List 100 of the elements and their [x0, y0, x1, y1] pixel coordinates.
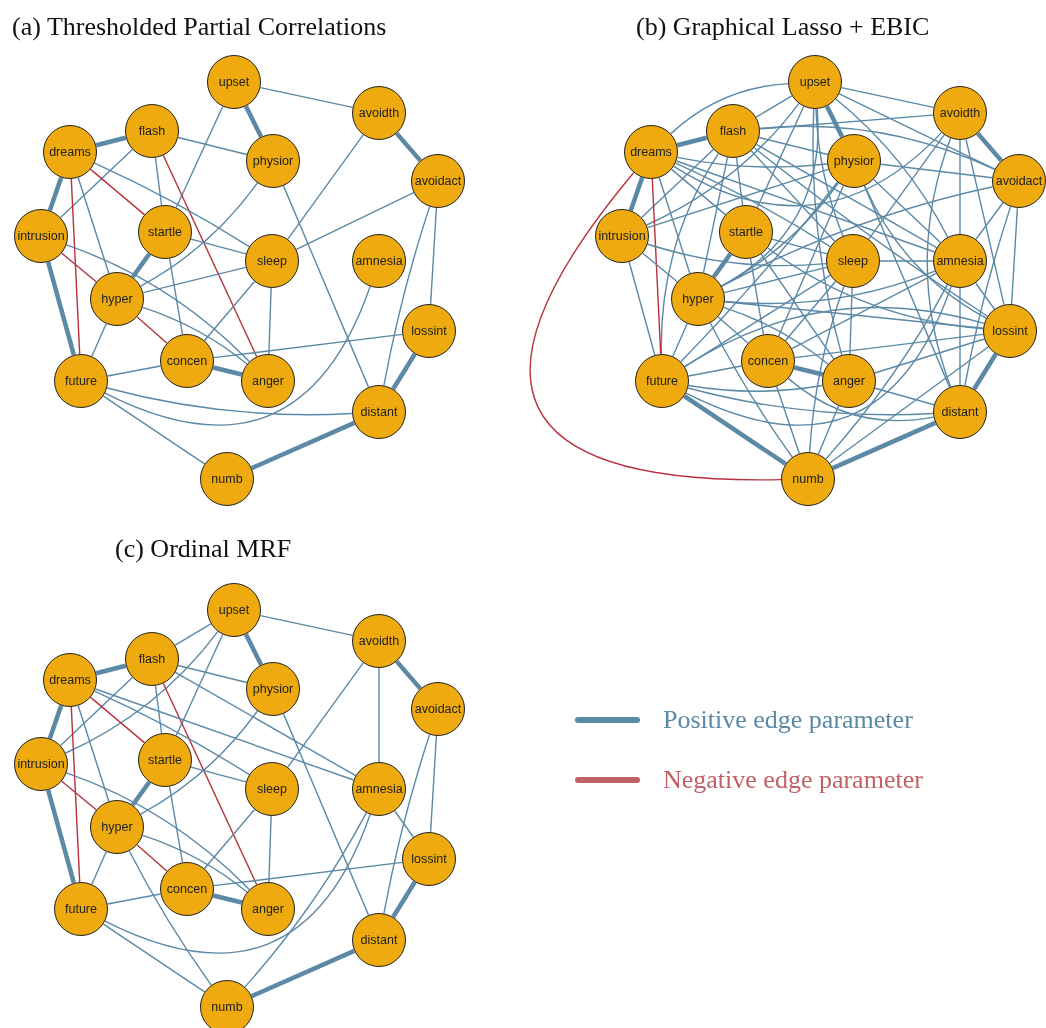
network-edge: [628, 176, 645, 212]
network-edge: [775, 385, 801, 455]
network-edge: [243, 105, 264, 138]
network-edge: [676, 135, 708, 148]
node-circle: avoidth: [933, 86, 987, 140]
node-circle: physior: [246, 662, 300, 716]
network-edge: [755, 143, 938, 249]
network-edge: [760, 253, 835, 360]
network-edge: [47, 176, 64, 212]
network-edge: [647, 168, 829, 229]
node-circle: upset: [207, 55, 261, 109]
network-edge: [106, 387, 353, 416]
legend-label: Negative edge parameter: [663, 767, 923, 793]
node-circle: anger: [822, 354, 876, 408]
network-edge: [817, 405, 840, 455]
network-edge: [154, 685, 163, 734]
network-edge: [106, 893, 162, 905]
network-edge: [670, 168, 727, 216]
node-circle: distant: [352, 385, 406, 439]
node-circle: anger: [241, 882, 295, 936]
network-edge: [880, 163, 993, 179]
network-edge: [965, 138, 1005, 306]
node-circle: intrusion: [595, 209, 649, 263]
network-edge: [628, 261, 656, 356]
network-edge: [162, 154, 258, 358]
network-edge: [268, 815, 272, 883]
network-edge: [391, 880, 417, 919]
network-edge: [1010, 207, 1019, 305]
network-edge: [723, 306, 829, 365]
network-edge: [964, 205, 1012, 387]
network-edge: [130, 252, 152, 279]
network-edge: [672, 323, 688, 357]
network-edge: [142, 834, 248, 893]
node-circle: amnesia: [933, 234, 987, 288]
network-edge: [102, 395, 206, 465]
network-edge: [287, 662, 364, 768]
network-edge: [709, 322, 793, 458]
network-edge: [259, 86, 354, 109]
network-edge: [658, 177, 691, 274]
node-circle: avoidact: [411, 154, 465, 208]
network-edge: [250, 420, 356, 471]
node-circle: avoidth: [352, 86, 406, 140]
network-edge: [793, 365, 824, 377]
network-edge: [59, 148, 134, 219]
network-edge: [203, 280, 256, 342]
network-edge: [680, 181, 839, 363]
network-edge: [95, 135, 127, 148]
network-edge: [174, 623, 212, 646]
network-edge: [102, 923, 206, 993]
node-circle: future: [635, 354, 689, 408]
node-circle: distant: [352, 913, 406, 967]
node-circle: upset: [207, 583, 261, 637]
network-edge: [685, 285, 952, 426]
node-circle: startle: [719, 205, 773, 259]
network-edge: [670, 82, 789, 135]
network-edge: [61, 780, 97, 811]
network-edge: [791, 272, 937, 350]
network-edge: [831, 420, 937, 471]
network-edge: [383, 733, 431, 915]
network-edge: [378, 667, 380, 763]
network-edge: [213, 333, 403, 359]
network-edge: [64, 630, 219, 754]
network-edge: [959, 139, 961, 235]
node-circle: distant: [933, 385, 987, 439]
node-circle: hyper: [671, 272, 725, 326]
node-circle: dreams: [43, 653, 97, 707]
node-circle: startle: [138, 205, 192, 259]
network-edge: [868, 134, 945, 240]
network-edge: [203, 808, 256, 870]
node-circle: concen: [741, 334, 795, 388]
network-edge: [642, 252, 678, 283]
network-edge: [65, 772, 250, 891]
node-circle: lossint: [402, 304, 456, 358]
network-edge: [756, 105, 805, 209]
panel-title: (a) Thresholded Partial Correlations: [12, 14, 387, 40]
legend-label: Positive edge parameter: [663, 707, 913, 733]
node-circle: avoidact: [411, 682, 465, 736]
network-edge: [65, 244, 250, 363]
network-edge: [175, 105, 224, 209]
network-edge: [61, 252, 97, 283]
network-edge: [684, 306, 985, 368]
network-edge: [77, 177, 110, 274]
network-edge: [77, 705, 110, 802]
network-edge: [683, 394, 787, 466]
network-edge: [244, 812, 367, 988]
network-edge: [394, 810, 414, 838]
node-circle: avoidact: [992, 154, 1046, 208]
node-circle: sleep: [245, 762, 299, 816]
network-edge: [735, 157, 744, 206]
network-edge: [640, 148, 715, 219]
network-edge: [812, 108, 843, 356]
network-edge: [687, 365, 743, 377]
network-edge: [647, 243, 827, 267]
network-edge: [91, 851, 107, 885]
network-edge: [777, 185, 845, 337]
node-circle: physior: [827, 134, 881, 188]
network-edge: [47, 704, 64, 740]
node-circle: intrusion: [14, 737, 68, 791]
network-edge: [711, 252, 733, 279]
network-edge: [863, 185, 951, 388]
